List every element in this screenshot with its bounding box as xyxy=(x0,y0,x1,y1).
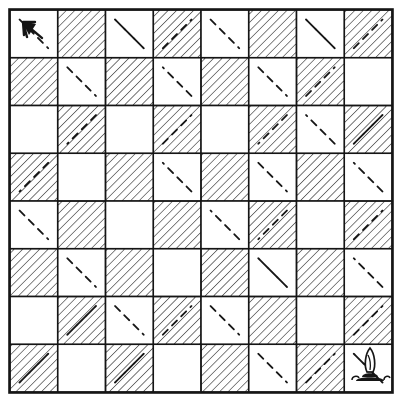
board-cell-light xyxy=(104,200,155,250)
route-segment xyxy=(257,161,288,193)
route-segment xyxy=(66,305,97,336)
route-segment xyxy=(305,18,336,50)
board-cell-shaded xyxy=(200,343,250,393)
route-segment xyxy=(18,161,50,193)
route-segment xyxy=(114,305,145,336)
board-cell-light xyxy=(295,295,346,346)
route-segment xyxy=(114,352,145,384)
board-cell-light xyxy=(9,104,59,155)
route-segment xyxy=(66,257,97,288)
bishop-icon xyxy=(351,346,391,381)
route-segment xyxy=(305,66,336,97)
board-cell-shaded xyxy=(56,200,107,250)
route-segment xyxy=(161,114,193,145)
board-cell-shaded xyxy=(152,200,202,250)
route-segment xyxy=(257,352,288,384)
board-cell-shaded xyxy=(104,247,155,298)
board-cell-shaded xyxy=(200,247,250,298)
board-cell-shaded xyxy=(104,56,155,107)
dashed-route xyxy=(18,18,384,384)
board-cell-light xyxy=(152,343,202,393)
board-cell-shaded xyxy=(247,295,298,346)
route-segment xyxy=(352,209,384,241)
board-cell-light xyxy=(56,343,107,393)
route-segment xyxy=(257,66,288,97)
route-segment xyxy=(352,114,384,145)
board-cell-shaded xyxy=(295,247,346,298)
board-cell-shaded xyxy=(247,104,298,155)
board-cell-light xyxy=(295,200,346,250)
board-cell-light xyxy=(152,247,202,298)
route-segment xyxy=(161,18,193,50)
board-cell-light xyxy=(343,56,393,107)
route-segment xyxy=(161,161,193,193)
route-segment xyxy=(257,257,288,288)
route-segment xyxy=(257,114,288,145)
board-cell-shaded xyxy=(200,152,250,202)
board-cell-shaded xyxy=(200,56,250,107)
route-segment xyxy=(18,209,50,241)
board-cell-shaded xyxy=(104,152,155,202)
route-segment xyxy=(114,18,145,50)
board-cell-light xyxy=(247,56,298,107)
start-arrow-icon xyxy=(21,20,44,40)
route-segment xyxy=(352,257,384,288)
route-segment xyxy=(257,209,288,241)
board-cell-shaded xyxy=(343,9,393,59)
board-cell-light xyxy=(56,152,107,202)
route-segment xyxy=(209,18,241,50)
board-cell-shaded xyxy=(56,9,107,59)
board-frame xyxy=(8,8,394,394)
route-segment xyxy=(161,305,193,336)
board-cell-light xyxy=(9,295,59,346)
route-segment xyxy=(209,209,241,241)
board-cell-light xyxy=(104,104,155,155)
route-segment xyxy=(305,114,336,145)
route-segment xyxy=(66,114,97,145)
route-segment xyxy=(18,352,50,384)
board-cell-shaded xyxy=(9,247,59,298)
board-cell-shaded xyxy=(9,56,59,107)
route-segment xyxy=(161,66,193,97)
route-segment xyxy=(209,305,241,336)
route-segment xyxy=(352,18,384,50)
board-cell-light xyxy=(200,104,250,155)
route-segment xyxy=(352,305,384,336)
route-segment xyxy=(305,352,336,384)
board-cell-shaded xyxy=(247,9,298,59)
route-segment xyxy=(66,66,97,97)
route-segment xyxy=(352,161,384,193)
board-cell-shaded xyxy=(295,152,346,202)
